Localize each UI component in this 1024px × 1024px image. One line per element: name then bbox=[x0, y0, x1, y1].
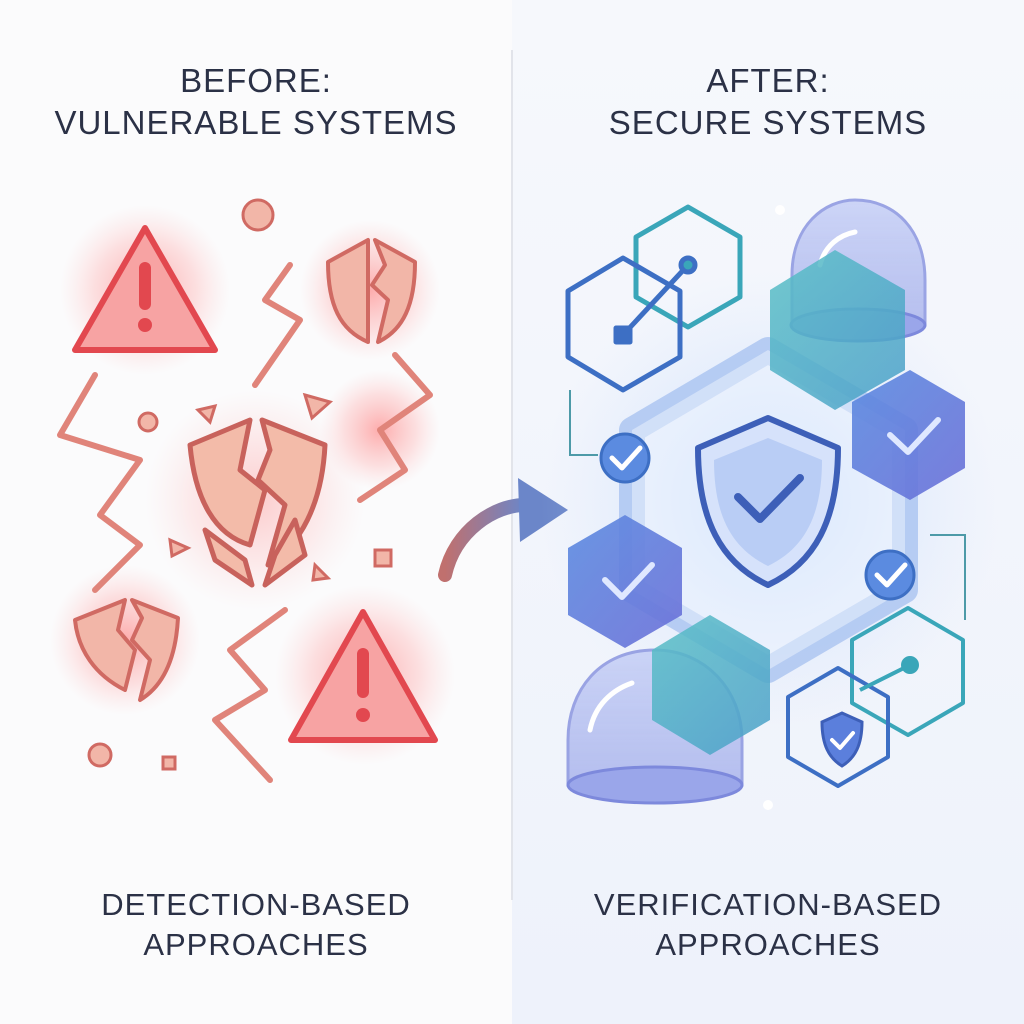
teal-hexagon bbox=[652, 250, 905, 755]
after-title: AFTER: SECURE SYSTEMS bbox=[512, 60, 1024, 144]
after-caption-line2: APPROACHES bbox=[655, 927, 881, 962]
broken-shield-icon bbox=[73, 598, 180, 702]
before-title-line2: VULNERABLE SYSTEMS bbox=[54, 104, 458, 141]
before-title-line1: BEFORE: bbox=[180, 62, 332, 99]
debris bbox=[87, 198, 393, 771]
after-caption-line1: VERIFICATION-BASED bbox=[593, 887, 943, 922]
after-caption: VERIFICATION-BASED APPROACHES bbox=[512, 885, 1024, 965]
check-badge-icon bbox=[568, 515, 682, 648]
after-title-line2: SECURE SYSTEMS bbox=[608, 104, 928, 141]
before-caption-line2: APPROACHES bbox=[143, 927, 369, 962]
before-title: BEFORE: VULNERABLE SYSTEMS bbox=[0, 60, 512, 144]
shield-check-icon bbox=[695, 415, 841, 588]
hexagon-link-icon bbox=[786, 606, 965, 788]
circuit-lines bbox=[569, 390, 966, 620]
warning-icon bbox=[72, 225, 218, 353]
warning-icon bbox=[288, 609, 438, 743]
before-caption: DETECTION-BASED APPROACHES bbox=[0, 885, 512, 965]
shield-check-icon bbox=[820, 711, 864, 768]
check-badge-icon bbox=[599, 432, 651, 484]
check-badge-icon bbox=[864, 549, 916, 601]
lightning-crack-icon bbox=[57, 262, 433, 783]
after-title-line1: AFTER: bbox=[706, 62, 830, 99]
broken-shield-icon bbox=[187, 417, 328, 588]
panel-divider bbox=[511, 50, 513, 900]
broken-shield-icon bbox=[326, 238, 417, 344]
hexagon-link-icon bbox=[565, 204, 743, 393]
check-badge-icon bbox=[852, 370, 965, 500]
before-caption-line1: DETECTION-BASED bbox=[101, 887, 411, 922]
